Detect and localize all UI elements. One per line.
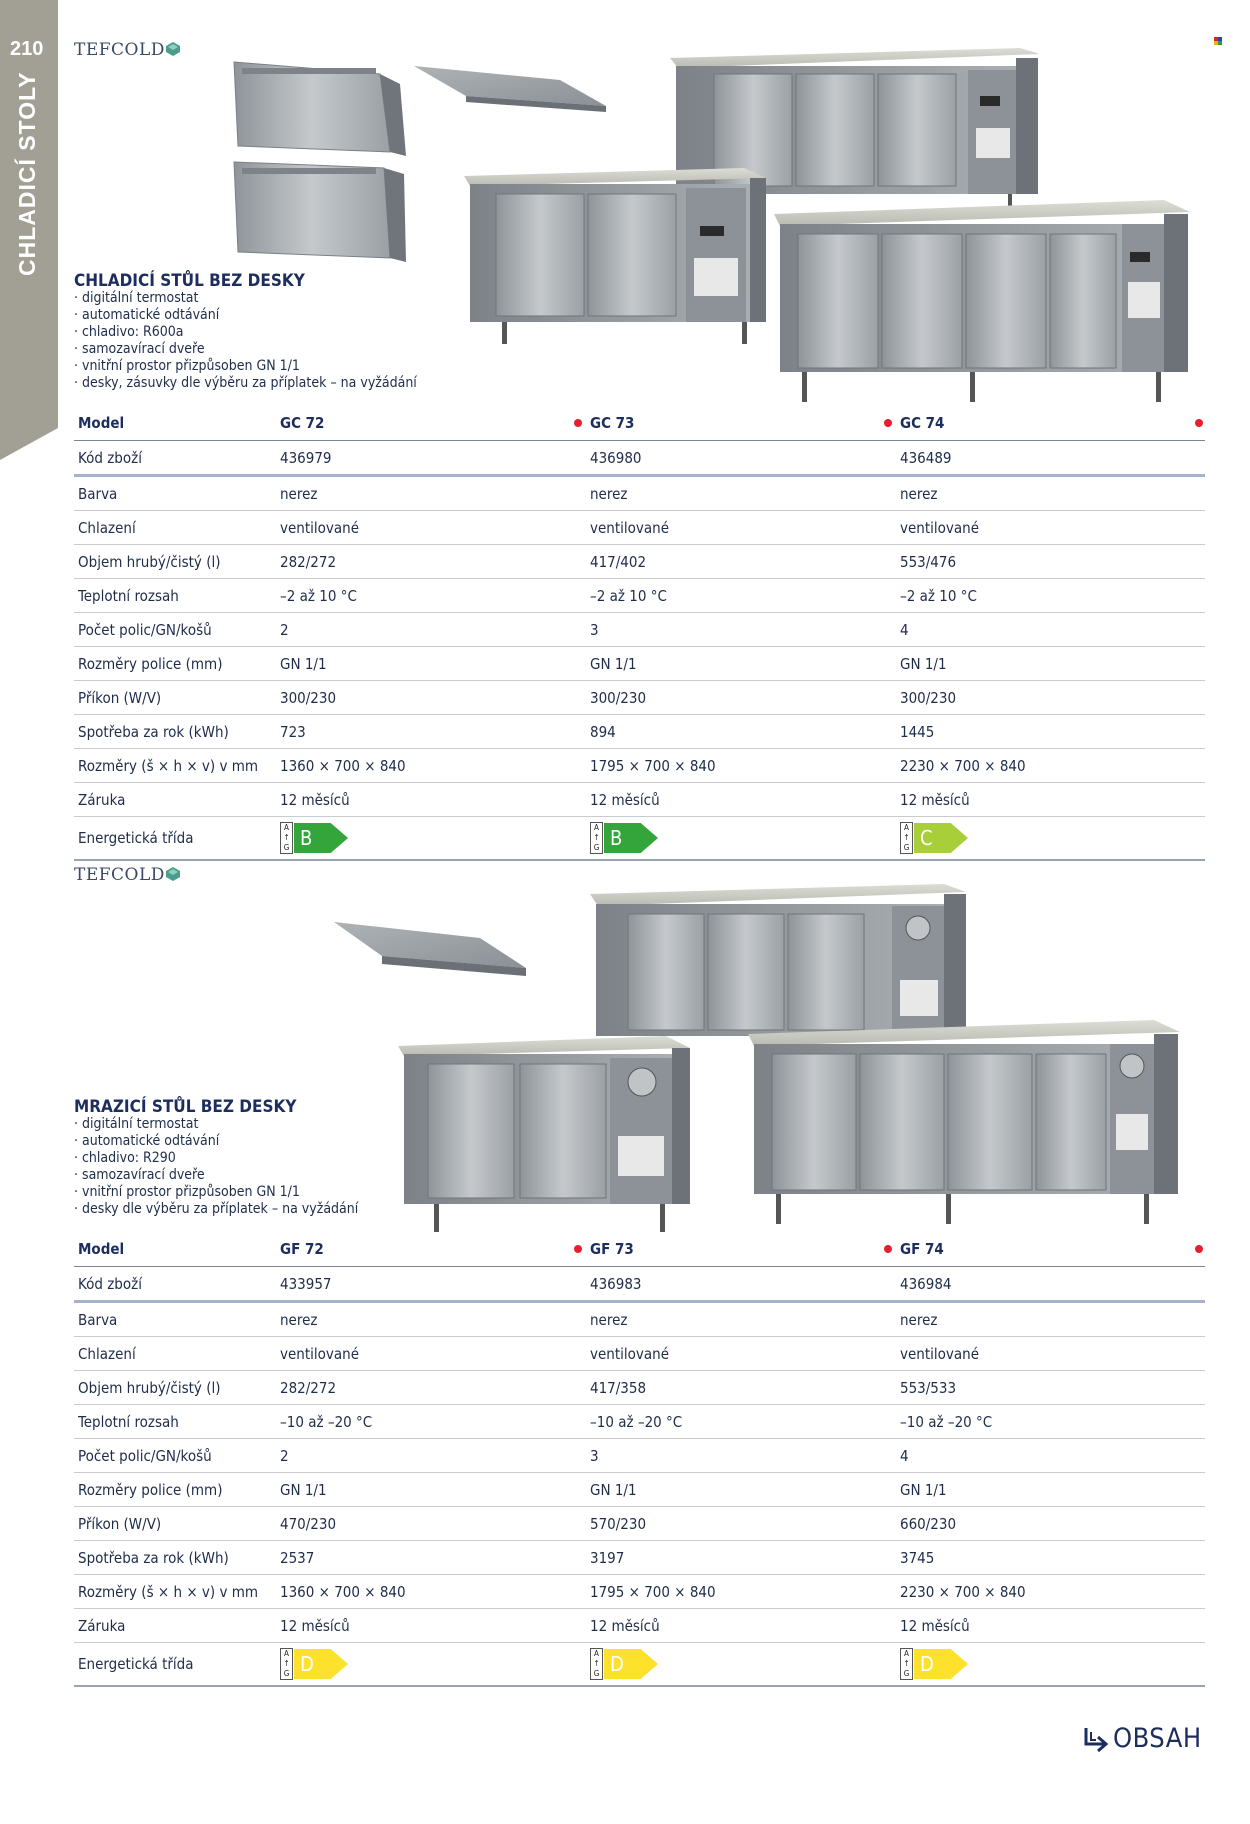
freezer-table-gf73-image: [748, 1020, 1180, 1224]
bullet-dot-icon: [574, 1245, 582, 1253]
corner-logo-icon: [1214, 37, 1222, 45]
freezer-table-gf72-image: [398, 1036, 690, 1232]
feature-item: chladivo: R290: [74, 1150, 358, 1167]
energy-scale-icon: A↑G: [280, 822, 293, 854]
feature-item: samozavírací dveře: [74, 1167, 358, 1184]
feature-item: vnitřní prostor přizpůsoben GN 1/1: [74, 358, 417, 375]
fridge-table-gc73-image: [774, 200, 1190, 402]
feature-item: desky, zásuvky dle výběru za příplatek –…: [74, 375, 417, 392]
feature-list: digitální termostat automatické odtávání…: [74, 1116, 358, 1218]
top-shelf-image: [414, 66, 606, 112]
section-side-tab: [0, 0, 58, 460]
energy-scale-icon: A↑G: [590, 822, 603, 854]
top-shelf-image: [334, 922, 526, 976]
brand-logo: TEFCOLD: [74, 865, 180, 885]
tefcold-leaf-icon: [165, 867, 180, 881]
table-row: Teplotní rozsah–2 až 10 °C–2 až 10 °C–2 …: [74, 578, 1205, 613]
table-of-contents-link[interactable]: OBSAH: [1082, 1723, 1201, 1758]
feature-item: automatické odtávání: [74, 1133, 358, 1150]
section-title: MRAZICÍ STŮL BEZ DESKY: [74, 1097, 297, 1117]
return-arrow-icon: [1084, 1728, 1109, 1753]
bullet-dot-icon: [1195, 1245, 1203, 1253]
section-title: CHLADICÍ STŮL BEZ DESKY: [74, 271, 305, 291]
feature-item: chladivo: R600a: [74, 324, 417, 341]
fridge-table-gc72-image: [464, 168, 766, 344]
energy-scale-icon: A↑G: [900, 822, 913, 854]
feature-list: digitální termostat automatické odtávání…: [74, 290, 417, 392]
feature-item: desky dle výběru za příplatek – na vyžád…: [74, 1201, 358, 1218]
feature-item: vnitřní prostor přizpůsoben GN 1/1: [74, 1184, 358, 1201]
feature-item: digitální termostat: [74, 1116, 358, 1133]
brand-logo: TEFCOLD: [74, 40, 180, 60]
table-header-row: Model GF 72 GF 73 GF 74: [74, 1232, 1205, 1267]
feature-item: automatické odtávání: [74, 307, 417, 324]
bullet-dot-icon: [574, 419, 582, 427]
table-row: Teplotní rozsah–10 až –20 °C–10 až –20 °…: [74, 1404, 1205, 1439]
section-title-vertical: CHLADICÍ STOLY: [14, 71, 40, 276]
bullet-dot-icon: [1195, 419, 1203, 427]
table-header-row: Model GC 72 GC 73 GC 74: [74, 406, 1205, 441]
bullet-dot-icon: [884, 1245, 892, 1253]
bullet-dot-icon: [884, 419, 892, 427]
drawer-unit-image: [233, 61, 406, 262]
page-number: 210: [10, 38, 44, 60]
freezer-table-gf74-back-image: [590, 884, 966, 1036]
energy-scale-icon: A↑G: [280, 1648, 293, 1680]
feature-item: samozavírací dveře: [74, 341, 417, 358]
energy-scale-icon: A↑G: [590, 1648, 603, 1680]
tefcold-leaf-icon: [165, 42, 180, 56]
feature-item: digitální termostat: [74, 290, 417, 307]
energy-scale-icon: A↑G: [900, 1648, 913, 1680]
obsah-label[interactable]: OBSAH: [1113, 1723, 1202, 1754]
